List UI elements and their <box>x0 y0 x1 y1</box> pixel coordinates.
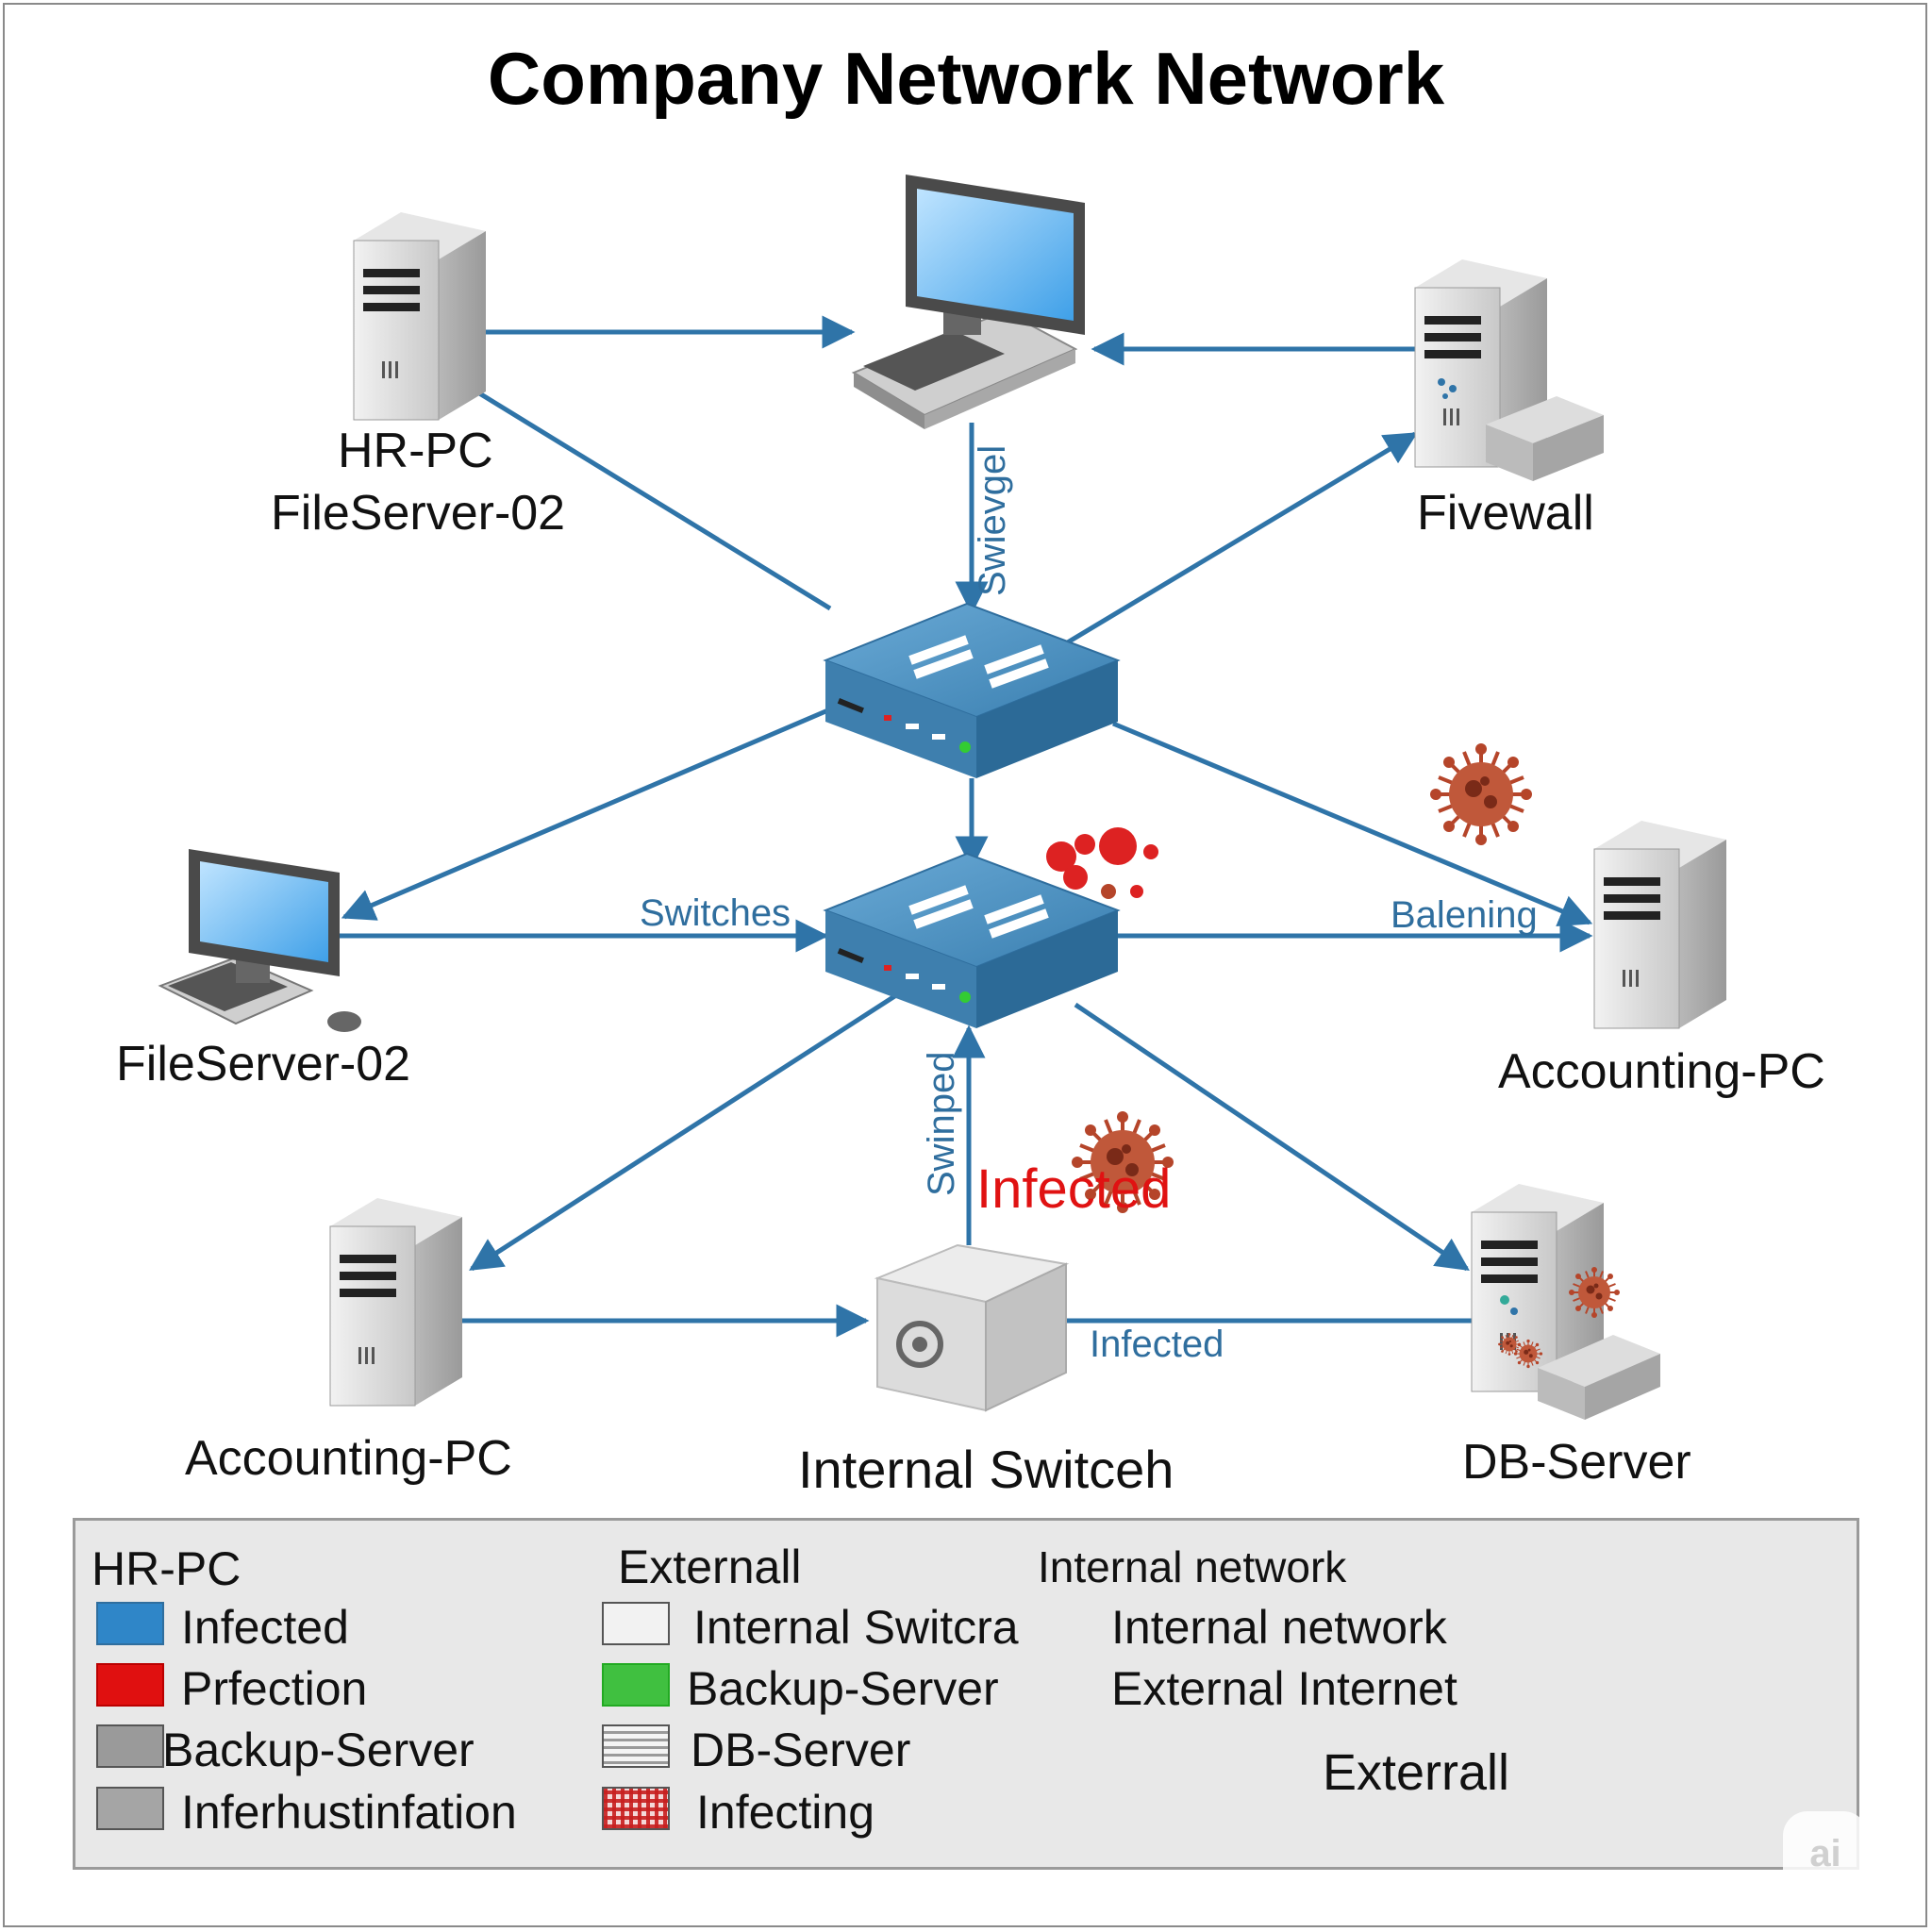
legend-swatch-gray <box>96 1724 164 1768</box>
network-links <box>335 315 1593 1338</box>
edge-label-swievgel: Swievgel <box>972 444 1013 596</box>
edge-label-infected-blue: Infected <box>1090 1324 1224 1365</box>
internal-switch-icon[interactable] <box>874 1243 1070 1412</box>
diagram-title: Company Network Network <box>487 37 1445 120</box>
legend-item: External Internet <box>1111 1662 1457 1715</box>
watermark-badge: ai <box>1783 1811 1868 1896</box>
legend-item: Inferhustinfation <box>181 1786 517 1839</box>
core-switch-icon[interactable] <box>825 604 1118 778</box>
link-core-to-fileserver <box>341 707 831 921</box>
accounting-pc-left-server-icon[interactable] <box>329 1197 463 1407</box>
legend-item: Backup-Server <box>162 1724 475 1776</box>
legend-item: Infected <box>181 1601 349 1654</box>
hr-pc-server-icon[interactable] <box>353 211 487 421</box>
legend-swatch-white <box>602 1602 670 1645</box>
legend-item: Backup-Server <box>687 1662 999 1715</box>
node-label-accounting-right: Accounting-PC <box>1498 1044 1825 1099</box>
accounting-pc-server-icon[interactable] <box>1593 820 1727 1029</box>
legend-swatch-striped <box>602 1724 670 1768</box>
legend-item: Prfection <box>181 1662 368 1715</box>
edge-label-swinped: Swinped <box>921 1051 962 1196</box>
node-label-db-server: DB-Server <box>1462 1435 1691 1490</box>
legend-panel: HR-PC Infected Prfection Backup-Server I… <box>73 1518 1859 1870</box>
edge-label-switches: Switches <box>640 892 791 934</box>
virus-icon <box>1428 741 1534 847</box>
legend-item: Internal network <box>1111 1601 1447 1654</box>
node-label-fileserver-top: FileServer-02 <box>271 486 566 541</box>
diagram-frame <box>3 3 1927 1927</box>
virus-icon <box>1568 1266 1621 1319</box>
node-label-accounting-left: Accounting-PC <box>185 1431 512 1486</box>
edge-label-infected-red: Infected <box>976 1158 1172 1220</box>
node-label-hr-pc: HR-PC <box>338 424 493 478</box>
link-core-to-accounting <box>1112 721 1593 927</box>
legend-col3-header: Internal network <box>1038 1542 1347 1591</box>
legend-col2-header: Externall <box>618 1541 802 1593</box>
legend-swatch-green <box>602 1663 670 1707</box>
legend-item: Internal Switcra <box>693 1601 1019 1654</box>
node-label-firewall: Fivewall <box>1417 486 1594 541</box>
legend-swatch-blue <box>96 1602 164 1645</box>
legend-swatch-gray <box>96 1787 164 1830</box>
node-label-fileserver-left: FileServer-02 <box>116 1037 411 1091</box>
link-hrpc-to-core-switch <box>475 389 832 611</box>
fileserver-workstation-icon[interactable] <box>158 849 361 1032</box>
legend-item: DB-Server <box>691 1724 911 1776</box>
infection-spots-icon <box>1046 827 1158 899</box>
link-internal-switch-to-accountingpc <box>469 992 898 1272</box>
link-core-switch-to-firewall <box>1059 431 1419 649</box>
legend-item: Infecting <box>696 1786 875 1839</box>
virus-icon <box>1497 1332 1522 1357</box>
firewall-icon[interactable] <box>1414 258 1604 481</box>
top-workstation-icon[interactable] <box>851 175 1085 429</box>
legend-swatch-red <box>96 1663 164 1707</box>
node-label-internal-switch: Internal Switceh <box>798 1440 1174 1499</box>
link-internal-switch-to-dbserver <box>1074 1002 1470 1272</box>
legend-device-label: Exterrall <box>1323 1744 1510 1801</box>
db-server-icon[interactable] <box>1471 1183 1660 1420</box>
legend-swatch-checked <box>602 1787 670 1830</box>
legend-col1-header: HR-PC <box>92 1542 242 1595</box>
edge-label-balening: Balening <box>1391 894 1538 936</box>
